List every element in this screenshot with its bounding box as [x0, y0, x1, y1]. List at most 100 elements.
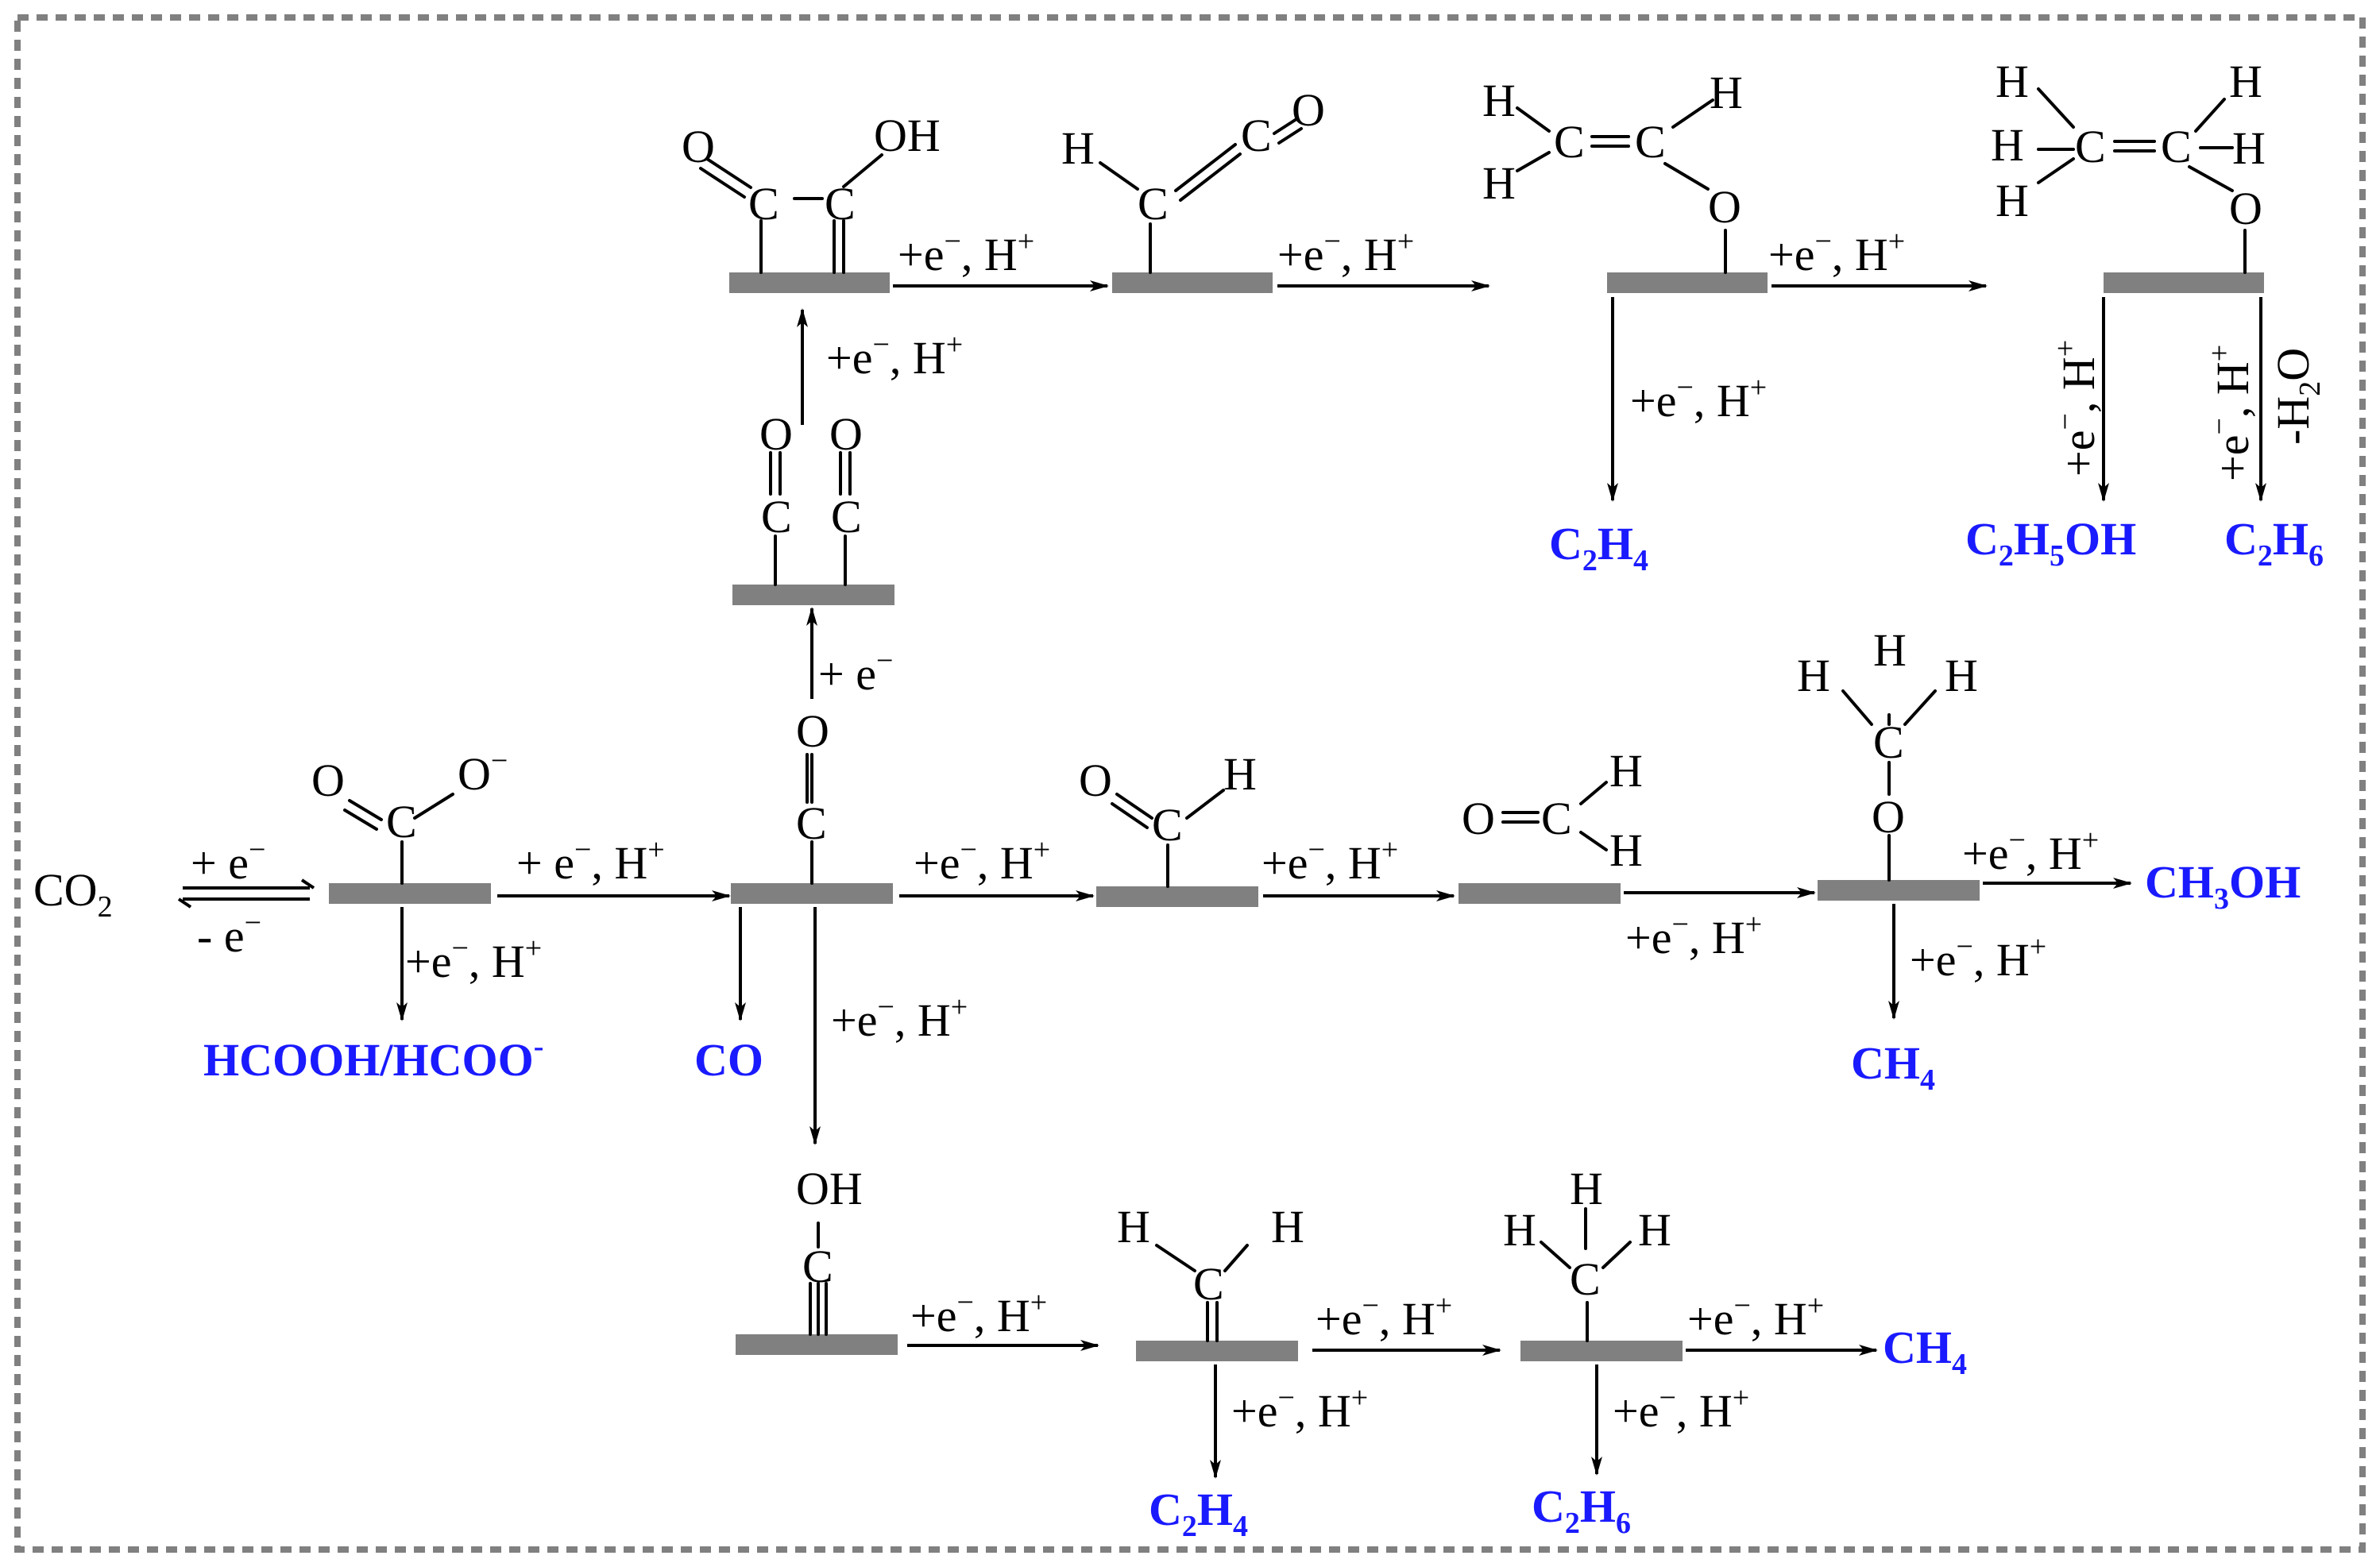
product-methanol: CH3OH — [2145, 856, 2301, 916]
step-label: +e−, H+ — [1910, 930, 2046, 986]
product-formate: HCOOH/HCOO- — [203, 1030, 543, 1086]
atom-c: C — [1241, 110, 1272, 161]
atom-o: O — [311, 755, 345, 806]
atom-h: H — [1482, 157, 1516, 209]
atom-h: H — [1503, 1204, 1536, 1256]
step-label: +e−, H+ — [1231, 1381, 1368, 1437]
surface-oc-co — [732, 585, 894, 605]
surface-formate — [329, 883, 491, 904]
atom-h: H — [1482, 75, 1516, 126]
dashed-frame — [14, 14, 2366, 1553]
atom-o: O — [1079, 755, 1112, 806]
atom-c: C — [2075, 121, 2106, 172]
atom-h: H — [1873, 624, 1907, 676]
surface-ketene — [1112, 272, 1273, 293]
step-label: +e−, H+ — [405, 932, 542, 987]
atom-c: C — [1873, 716, 1904, 768]
step-label: +e−, H+ — [1962, 824, 2099, 879]
catalyst-surfaces — [329, 272, 2264, 1361]
atom-h: H — [1570, 1163, 1603, 1214]
atom-h: H — [1609, 824, 1643, 876]
surface-ch3 — [1520, 1341, 1683, 1361]
atom-o: O — [1872, 791, 1905, 843]
atom-o: O — [2229, 183, 2262, 234]
step-labels: + e−, H+ +e−, H+ +e−, H+ +e−, H+ +e−, H+… — [405, 225, 2327, 1437]
atom-o: O — [1462, 793, 1495, 844]
atom-c: C — [1193, 1258, 1224, 1310]
atom-h: H — [1996, 56, 2029, 107]
atom-o: O — [796, 705, 829, 757]
step-label-rotated: +e−, H+ — [2049, 340, 2104, 477]
step-label: + e−, H+ — [516, 833, 665, 889]
step-label-rotated: +e−, H+ — [2203, 345, 2258, 481]
step-label: +e−, H+ — [1768, 225, 1905, 280]
atom-o: O — [1708, 181, 1741, 233]
atom-c: C — [1570, 1253, 1601, 1305]
step-label: +e−, H+ — [1277, 225, 1414, 280]
atom-h: H — [1061, 122, 1095, 174]
atom-h: H — [1797, 650, 1830, 701]
atom-c: C — [1541, 793, 1572, 844]
atom-o: O — [759, 408, 793, 460]
atom-h: H — [1991, 119, 2024, 171]
product-ethanol: C2H5OH — [1965, 513, 2136, 573]
atom-h: H — [1710, 67, 1743, 118]
surface-och3 — [1818, 880, 1980, 901]
atom-c: C — [386, 796, 417, 847]
atom-c: C — [1152, 799, 1183, 851]
atom-o: O — [682, 121, 715, 172]
arrows — [177, 280, 2266, 1479]
surface-ethoxy — [2104, 272, 2264, 293]
atom-c: C — [2161, 121, 2192, 172]
products: HCOOH/HCOO- CO CH4 CH3OH C2H4 C2H5OH C2H… — [203, 513, 2324, 1543]
atom-h: H — [1996, 175, 2029, 226]
product-co: CO — [694, 1034, 763, 1086]
product-methane: CH4 — [1851, 1037, 1935, 1097]
step-label-e-only: + e− — [818, 644, 893, 700]
atom-labels: O C C OH H C C O H H C C H O H H H C C H… — [311, 56, 2266, 1310]
step-label: +e−, H+ — [831, 990, 968, 1046]
atom-c: C — [831, 491, 862, 542]
step-label: +e−, H+ — [1625, 908, 1762, 963]
step-label: +e−, H+ — [1630, 371, 1767, 426]
step-label: +e−, H+ — [1261, 833, 1398, 889]
step-label: +e−, H+ — [910, 1286, 1047, 1341]
atom-o-minus: O− — [458, 744, 508, 800]
atom-h: H — [1638, 1204, 1671, 1256]
atom-c: C — [1635, 116, 1666, 168]
step-label: +e−, H+ — [914, 833, 1050, 889]
atom-c: C — [802, 1241, 833, 1292]
atom-oh: OH — [874, 110, 941, 161]
surface-vinyloxy — [1607, 272, 1768, 293]
atom-c: C — [825, 178, 856, 230]
equilibrium-forward-label: + e− — [191, 833, 265, 889]
surface-coh — [736, 1334, 898, 1355]
atom-h: H — [1945, 650, 1978, 701]
atom-h: H — [1223, 748, 1257, 800]
step-label: +e−, H+ — [826, 328, 963, 384]
atom-h: H — [1271, 1201, 1304, 1252]
step-label: +e−, H+ — [1687, 1289, 1824, 1345]
step-label: +e−, H+ — [1316, 1289, 1452, 1345]
step-label: +e−, H+ — [898, 225, 1034, 280]
atom-h: H — [2232, 122, 2266, 174]
surface-ch2o — [1459, 883, 1621, 904]
product-ethane: C2H6 — [2224, 513, 2324, 573]
step-label: +e−, H+ — [1613, 1381, 1749, 1437]
atom-c: C — [796, 797, 827, 849]
surface-ch2 — [1136, 1341, 1298, 1361]
atom-c: C — [761, 491, 792, 542]
atom-c: C — [1138, 178, 1169, 230]
product-ethylene: C2H4 — [1549, 518, 1648, 577]
equilibrium-backward-label: - e− — [197, 906, 261, 962]
atom-o: O — [829, 408, 863, 460]
product-ethane: C2H6 — [1532, 1480, 1631, 1540]
atom-h: H — [2229, 56, 2262, 107]
atom-c: C — [748, 178, 779, 230]
atom-o: O — [1292, 84, 1325, 136]
atom-oh: OH — [796, 1163, 863, 1214]
atom-h: H — [1609, 745, 1643, 797]
surface-co — [731, 883, 893, 904]
product-ethylene: C2H4 — [1149, 1484, 1248, 1543]
